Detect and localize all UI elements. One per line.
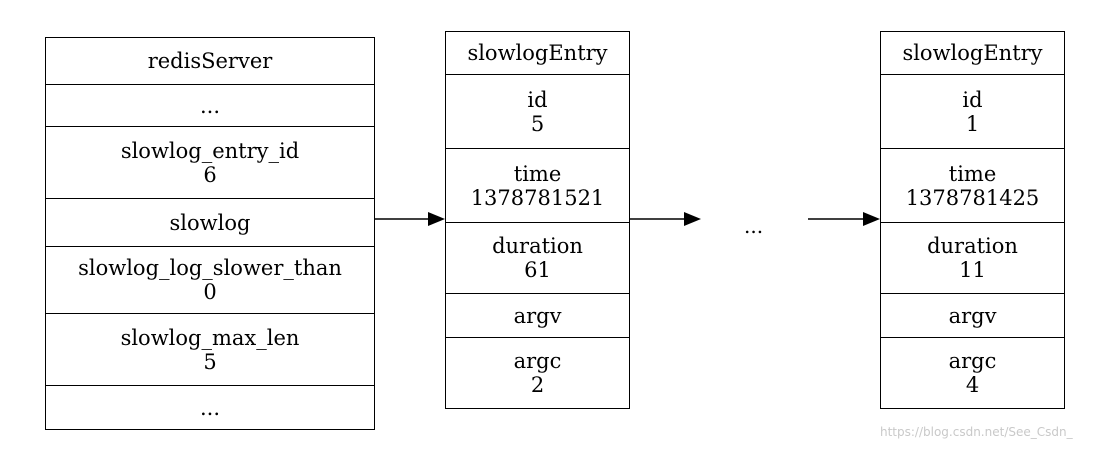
slowlog-slower-than-value: 0 [203,280,217,304]
entry-id-label: id [962,87,983,112]
entry-duration-cell: duration 61 [446,223,629,294]
slowlog-entry-table: slowlogEntry id 1 time 1378781425 durati… [880,31,1065,409]
slowlog-entry-id-value: 6 [203,162,217,187]
entry-duration-value: 61 [524,258,551,282]
entry-duration-label: duration [927,234,1018,258]
slowlog-max-len-cell: slowlog_max_len 5 [46,314,374,386]
slowlog-max-len-label: slowlog_max_len [120,325,300,350]
entry-title-cell: slowlogEntry [881,32,1064,75]
entry-time-label: time [948,161,997,186]
entry-time-value: 1378781521 [470,185,605,210]
entry-time-cell: time 1378781425 [881,149,1064,223]
slowlog-max-len-value: 5 [203,349,217,374]
entry-time-cell: time 1378781521 [446,149,629,223]
ellipsis-text: ... [199,395,221,420]
entry-duration-cell: duration 11 [881,223,1064,294]
redis-server-title-cell: redisServer [46,38,374,85]
slowlog-cell: slowlog [46,199,374,247]
entry-to-ellipsis-arrowhead [684,212,701,226]
entry-title-cell: slowlogEntry [446,32,629,75]
slowlog-entry-table: slowlogEntry id 5 time 1378781521 durati… [445,31,630,409]
slowlog-to-entry-arrowhead [428,212,445,226]
watermark: https://blog.csdn.net/See_Csdn_ [880,425,1073,439]
slowlog-label: slowlog [169,210,251,235]
entry-id-value: 5 [530,111,545,136]
redis-server-table: redisServer ... slowlog_entry_id 6 slowl… [45,37,375,430]
entry-argc-cell: argc 2 [446,338,629,407]
entry-id-value: 1 [965,111,980,136]
middle-ellipsis: ... [744,214,764,238]
redis-server-ellipsis-top-cell: ... [46,85,374,127]
slowlog-entry-id-label: slowlog_entry_id [120,138,300,163]
entry-id-label: id [527,87,548,112]
entry-id-cell: id 5 [446,75,629,149]
entry-duration-label: duration [492,234,583,258]
ellipsis-to-entry-arrowhead [863,212,880,226]
entry-id-cell: id 1 [881,75,1064,149]
entry-title: slowlogEntry [467,41,608,65]
slowlog-slower-than-label: slowlog_log_slower_than [78,256,342,280]
entry-argv-cell: argv [881,294,1064,338]
entry-argc-cell: argc 4 [881,338,1064,407]
entry-argc-label: argc [513,348,562,373]
redis-server-title: redisServer [147,49,273,73]
slowlog-slower-than-cell: slowlog_log_slower_than 0 [46,247,374,314]
slowlog-entry-id-cell: slowlog_entry_id 6 [46,127,374,199]
redis-server-ellipsis-bottom-cell: ... [46,386,374,429]
entry-argv-label: argv [948,303,997,328]
entry-time-label: time [513,161,562,186]
entry-argc-label: argc [948,348,997,373]
entry-argv-cell: argv [446,294,629,338]
ellipsis-text: ... [199,93,221,118]
entry-argv-label: argv [513,303,562,328]
entry-argc-value: 2 [530,372,545,397]
entry-time-value: 1378781425 [905,185,1040,210]
entry-duration-value: 11 [959,258,986,282]
entry-argc-value: 4 [965,372,980,397]
entry-title: slowlogEntry [902,41,1043,65]
